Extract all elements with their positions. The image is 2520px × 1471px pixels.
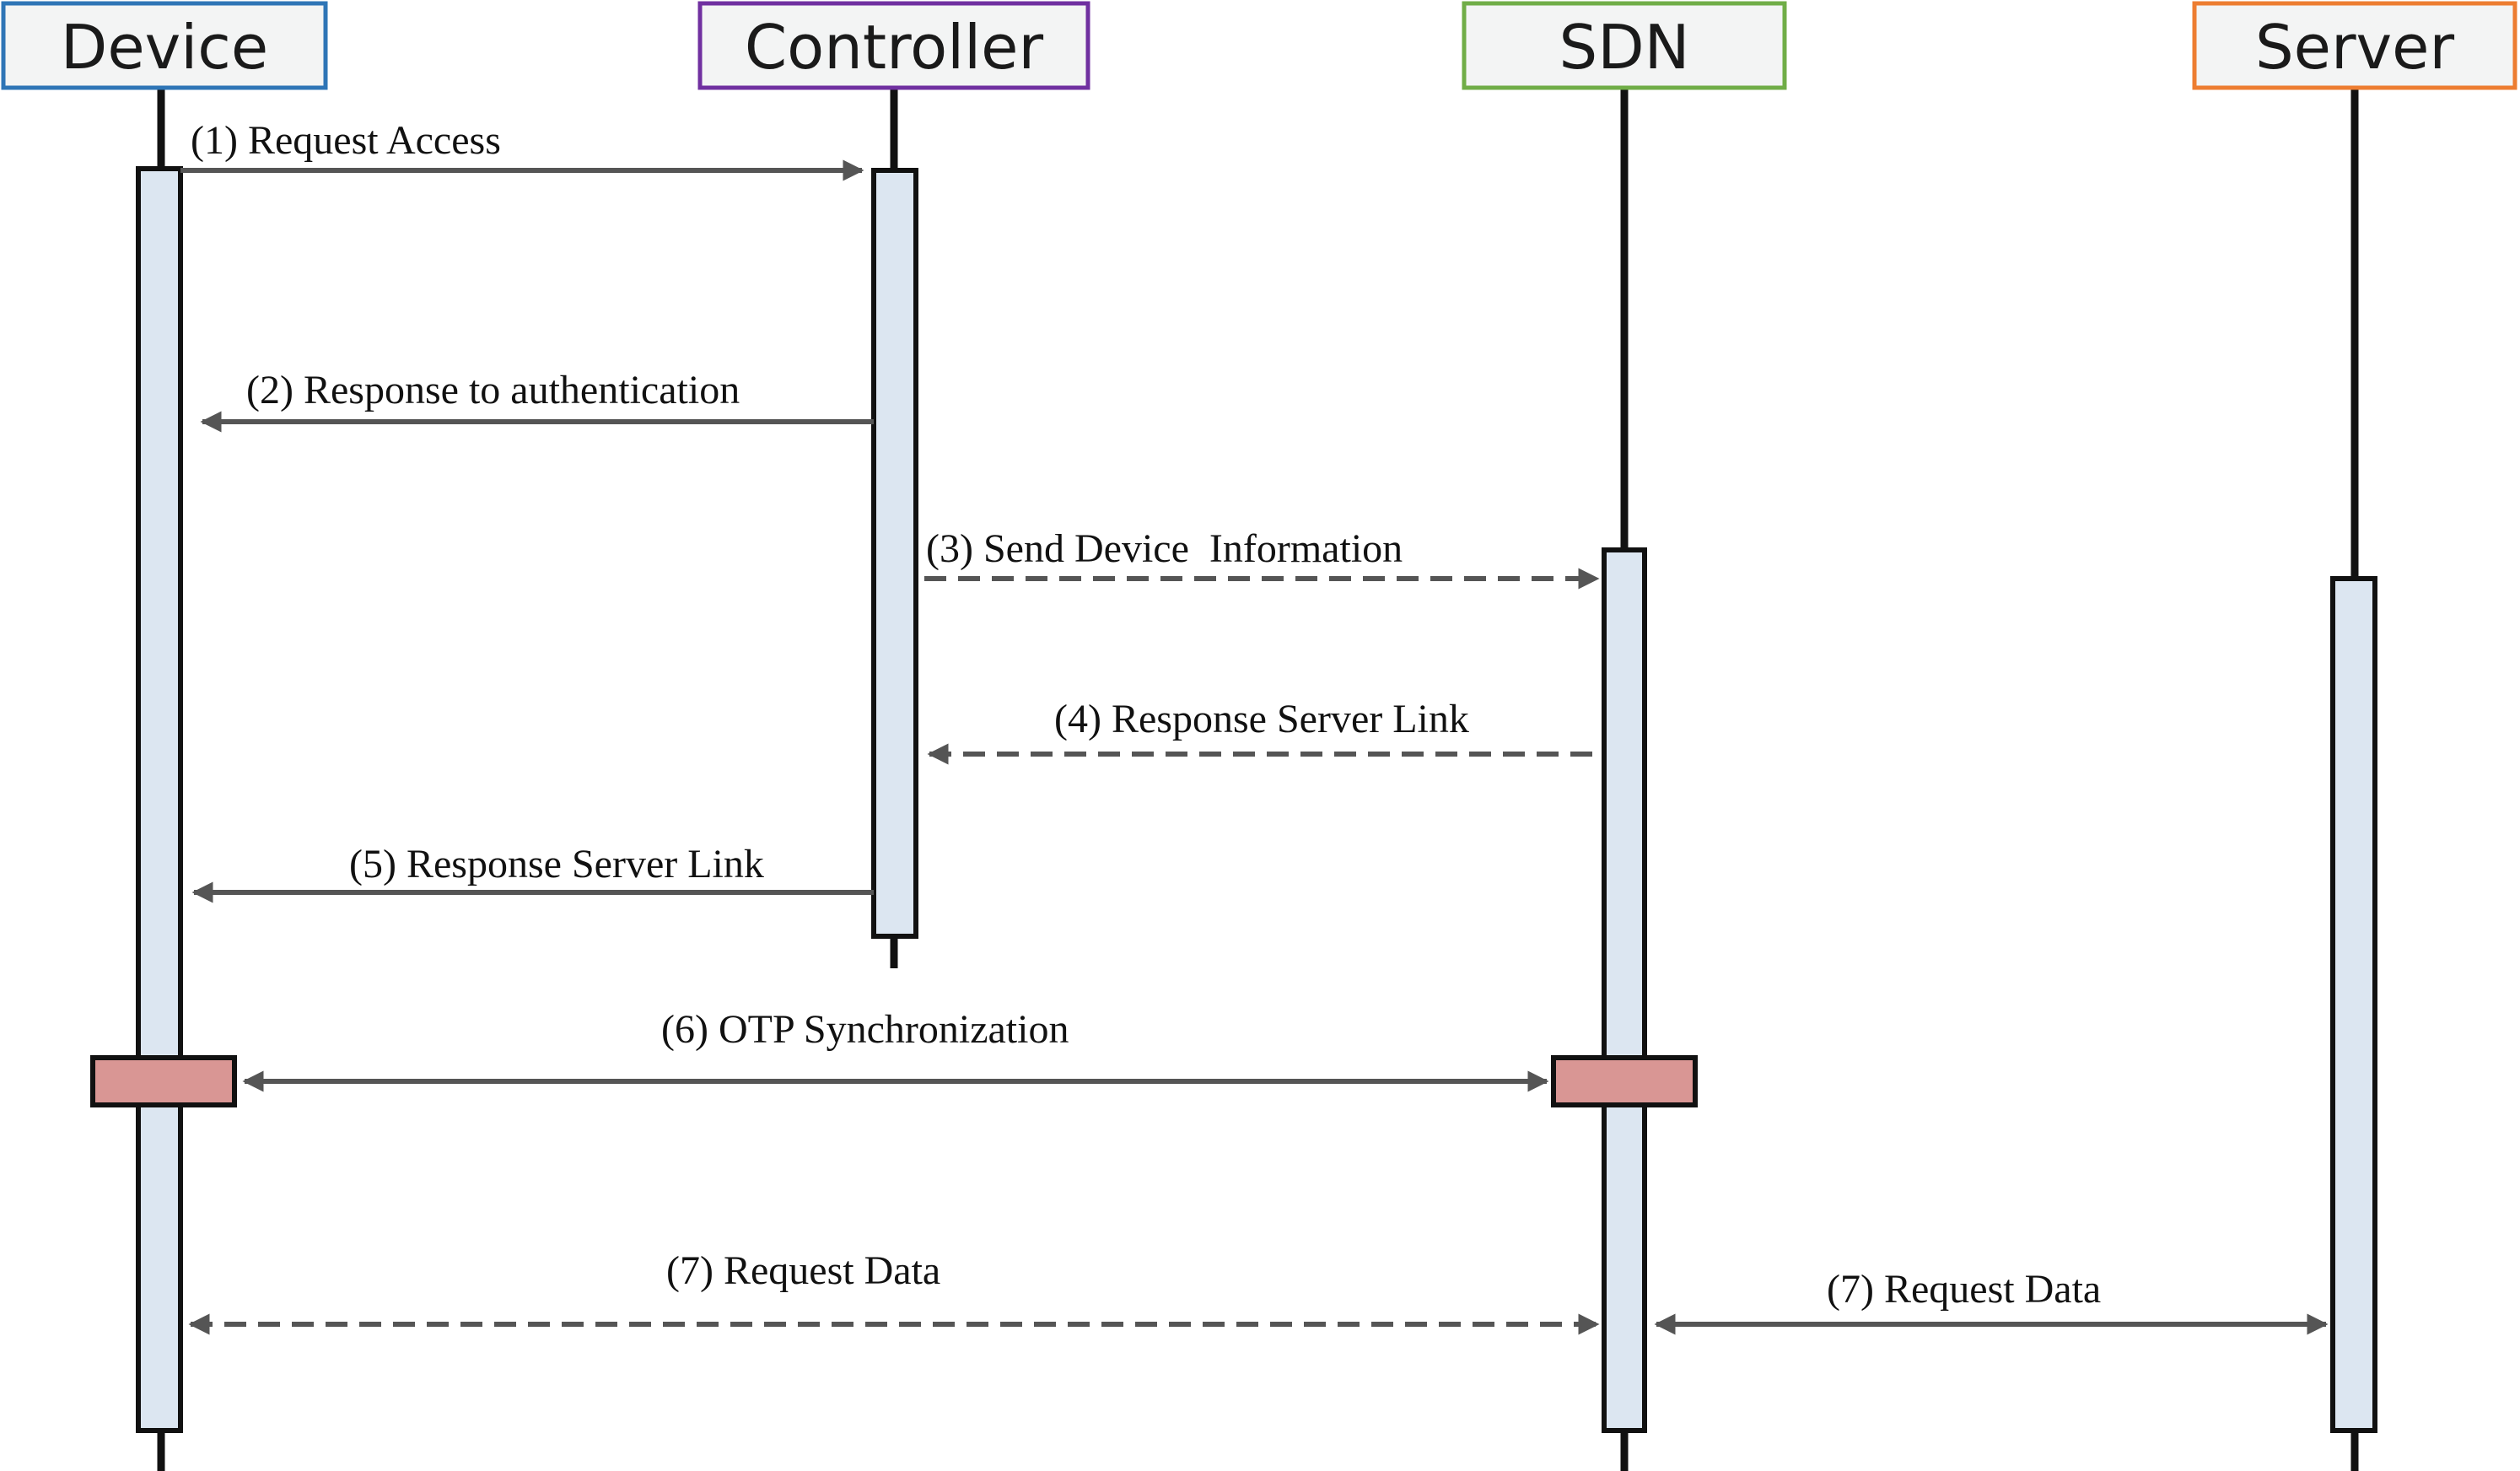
message-7-request-data-device-sdn: (7) Request Data [188,1248,1600,1335]
message-6-otp-synchronization: (6) OTP Synchronization [242,1007,1549,1092]
sdn-activation-bar [1602,547,1647,1433]
message-2-label: (2) Response to authentication [246,368,740,412]
actor-controller: Controller [697,1,1090,90]
actor-sdn-box [1462,1,1787,90]
actor-device-box [1,1,328,90]
device-activation-bar [136,166,183,1433]
message-2-response-to-authentication: (2) Response to authentication [200,368,874,433]
message-7a-label: (7) Request Data [666,1248,940,1293]
message-1-request-access: (1) Request Access [180,118,864,181]
server-activation-bar [2330,576,2377,1433]
sdn-otp-sync-box [1551,1055,1698,1107]
message-1-label: (1) Request Access [191,118,501,163]
controller-activation-bar [871,168,918,939]
actor-sdn-label: SDN [1559,12,1689,83]
actor-server-label: Server [2255,12,2455,83]
actor-server: Server [2192,1,2517,90]
actor-device: Device [1,1,328,90]
actor-server-box [2192,1,2517,90]
device-otp-sync-box [90,1055,237,1107]
message-3-send-device-information: (3) Send Device Information [924,526,1600,590]
message-4-response-server-link: (4) Response Server Link [927,697,1592,765]
actor-controller-label: Controller [745,12,1044,83]
message-6-label: (6) OTP Synchronization [661,1007,1069,1052]
actor-sdn: SDN [1462,1,1787,90]
message-5-response-server-link: (5) Response Server Link [191,842,874,903]
message-5-label: (5) Response Server Link [349,842,764,886]
message-3-label: (3) Send Device Information [926,526,1403,571]
message-7-request-data-sdn-server: (7) Request Data [1654,1267,2329,1335]
message-4-label: (4) Response Server Link [1054,697,1469,741]
actor-controller-box [697,1,1090,90]
message-7b-label: (7) Request Data [1827,1267,2101,1312]
actor-device-label: Device [61,12,268,83]
